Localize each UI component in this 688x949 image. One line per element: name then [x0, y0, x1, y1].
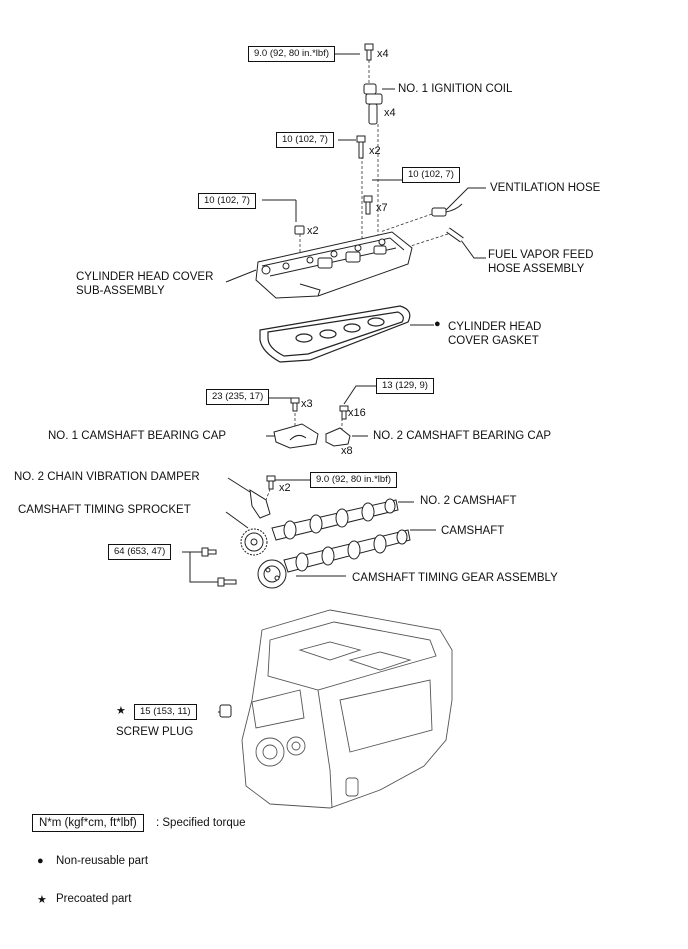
torque-cover-nut: 10 (102, 7)	[198, 193, 256, 209]
legend-torque-unit: N*m (kgf*cm, ft*lbf)	[32, 814, 144, 832]
label-camshaft: CAMSHAFT	[441, 525, 505, 537]
camshaft-icon	[283, 529, 411, 573]
legend-non-reusable-symbol: ●	[37, 855, 44, 867]
chain-damper-icon	[249, 489, 271, 519]
fuel-vapor-hose-icon	[446, 227, 464, 243]
qty-cover-stud: x2	[369, 145, 381, 157]
torque-cap2-bolt: 13 (129, 9)	[376, 378, 434, 394]
leader-cap2-bolt	[343, 385, 376, 405]
label-cover-gasket: CYLINDER HEAD COVER GASKET	[448, 321, 542, 347]
precoated-symbol: ★	[116, 705, 126, 717]
label-timing-gear: CAMSHAFT TIMING GEAR ASSEMBLY	[352, 572, 558, 584]
qty-cap2-bolt: x16	[348, 407, 366, 419]
bearing-cap-1-icon	[273, 423, 319, 449]
cover-nut-icon	[294, 225, 305, 235]
legend-torque-desc: : Specified torque	[156, 817, 246, 829]
legend-precoated: Precoated part	[56, 893, 132, 905]
torque-cover-bolt: 10 (102, 7)	[402, 167, 460, 183]
cylinder-head-cover-icon	[255, 231, 413, 299]
bearing-cap-2-icon	[325, 427, 351, 447]
label-screw-plug: SCREW PLUG	[116, 726, 194, 738]
cover-stud-icon	[356, 135, 366, 159]
qty-cover-nut: x2	[307, 225, 319, 237]
cylinder-head-gasket-icon	[259, 305, 411, 363]
leader-chain-damper	[227, 477, 251, 493]
cover-bolt-icon	[363, 195, 373, 215]
cap2-bolt-icon	[339, 405, 349, 420]
qty-damper-bolt: x2	[279, 482, 291, 494]
qty-cap1-bolt: x3	[301, 398, 313, 410]
label-ignition-coil: NO. 1 IGNITION COIL	[398, 83, 513, 95]
gear-bolt-icon	[201, 547, 237, 587]
leader-head-cover	[225, 269, 257, 283]
ventilation-hose-icon	[431, 203, 463, 217]
label-no2-camshaft: NO. 2 CAMSHAFT	[420, 495, 517, 507]
leader-gear-bolt	[182, 551, 218, 583]
label-bearing-cap-1: NO. 1 CAMSHAFT BEARING CAP	[48, 430, 227, 442]
label-chain-damper: NO. 2 CHAIN VIBRATION DAMPER	[14, 471, 200, 483]
torque-gear-bolt: 64 (653, 47)	[108, 544, 172, 560]
timing-sprocket-icon	[240, 528, 268, 556]
cap1-bolt-icon	[290, 397, 300, 412]
torque-cap1-bolt: 23 (235, 17)	[206, 389, 270, 405]
damper-bolt-icon	[266, 475, 276, 490]
non-reusable-symbol: ●	[434, 318, 441, 330]
timing-gear-icon	[257, 559, 287, 589]
qty-coil-bolt: x4	[377, 48, 389, 60]
ignition-coil-icon	[363, 83, 383, 125]
label-bearing-cap-2: NO. 2 CAMSHAFT BEARING CAP	[373, 430, 552, 442]
torque-screw-plug: 15 (153, 11)	[134, 704, 197, 720]
label-timing-sprocket: CAMSHAFT TIMING SPROCKET	[18, 504, 191, 516]
leader-ventilation-hose	[445, 187, 486, 211]
leader-sprocket	[225, 511, 249, 529]
coil-bolt-icon	[364, 43, 374, 61]
label-fuel-vapor-hose: FUEL VAPOR FEED HOSE ASSEMBLY	[488, 249, 594, 275]
label-ventilation-hose: VENTILATION HOSE	[490, 182, 601, 194]
leader-fuel-vapor-hose	[457, 235, 486, 259]
engine-block-icon	[241, 609, 453, 809]
legend-precoated-symbol: ★	[37, 894, 47, 906]
qty-cap2: x8	[341, 445, 353, 457]
label-cylinder-head-cover: CYLINDER HEAD COVER SUB-ASSEMBLY	[76, 271, 214, 297]
torque-coil-bolt: 9.0 (92, 80 in.*lbf)	[248, 46, 335, 62]
screw-plug-icon	[219, 704, 232, 718]
no2-camshaft-icon	[271, 498, 399, 541]
torque-cover-stud: 10 (102, 7)	[276, 132, 334, 148]
torque-damper-bolt: 9.0 (92, 80 in.*lbf)	[310, 472, 397, 488]
qty-coil: x4	[384, 107, 396, 119]
legend-non-reusable: Non-reusable part	[56, 855, 149, 867]
qty-cover-bolt: x7	[376, 202, 388, 214]
